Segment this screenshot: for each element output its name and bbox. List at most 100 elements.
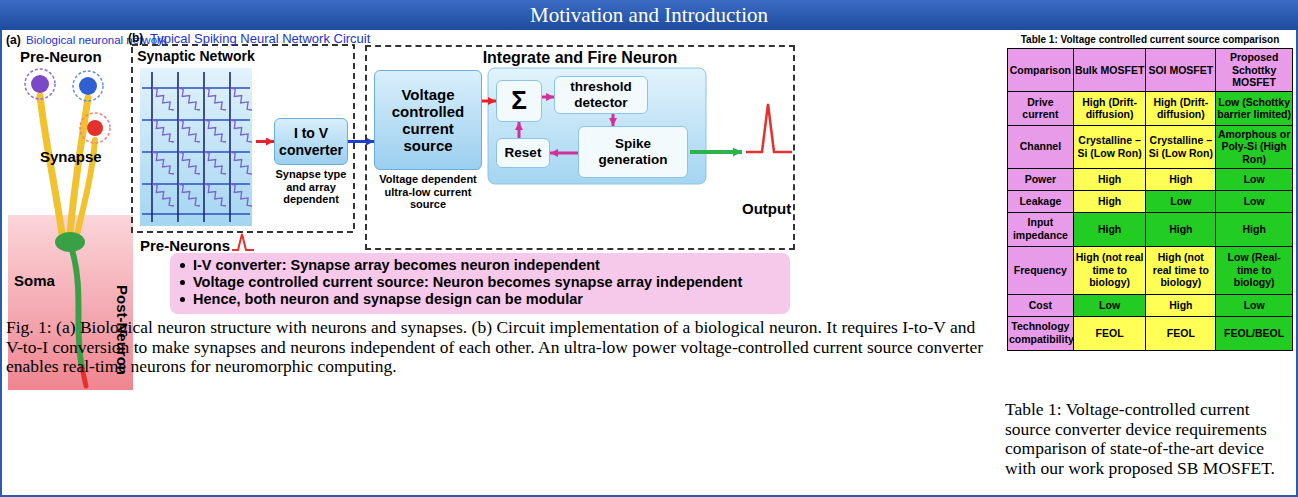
table-cell: Amorphous or Poly-Si (High Ron): [1216, 125, 1293, 168]
cell-text: High: [1169, 173, 1192, 185]
box-note: Voltage dependent ultra-low current sour…: [368, 173, 488, 211]
cell-text: FEOL: [1167, 327, 1195, 339]
box-outline: I to V converter: [274, 118, 348, 165]
cell-text: Leakage: [1019, 195, 1061, 207]
bullet-row: I-V converter: Synapse array becomes neu…: [180, 257, 780, 274]
cell-text: High: [1098, 173, 1121, 185]
cell-text: High: [1098, 195, 1121, 207]
signal-arrow: [612, 114, 615, 126]
box-label: threshold detector: [558, 79, 644, 110]
table-cell: Low: [1216, 190, 1293, 212]
cell-text: Cost: [1029, 299, 1052, 311]
bullet-dot: [180, 263, 185, 268]
crossbar: [142, 72, 252, 222]
cell-text: Crystalline – Si (Low Ron): [1078, 134, 1142, 159]
box-label: Spike generation: [582, 136, 684, 167]
box-label: Voltage controlled current source: [378, 86, 478, 155]
table-cell: High (not real time to biology): [1146, 246, 1216, 294]
table-row: FrequencyHigh (not real time to biology)…: [1008, 246, 1293, 294]
table-cell: Low: [1073, 294, 1146, 316]
crossbar-ground: [140, 68, 252, 226]
table-cell: Frequency: [1008, 246, 1074, 294]
drawing-line: [151, 72, 153, 222]
table-row: LeakageHighLowLow: [1008, 190, 1293, 212]
drawing-line: [177, 72, 179, 222]
cell-text: FEOL: [1096, 327, 1124, 339]
cell-text: High (not real time to biology): [1153, 251, 1209, 288]
drawing-path: [230, 88, 252, 110]
signal-name: Output: [742, 200, 791, 217]
signal-arrow: [542, 96, 554, 99]
signal-arrow: [256, 140, 274, 143]
cell-text: Low: [1244, 173, 1265, 185]
table-cell: Drive current: [1008, 91, 1074, 125]
output-arrow: [690, 150, 742, 154]
drawing-path: [204, 120, 226, 142]
current-source-box: Voltage controlled current sourceVoltage…: [374, 70, 482, 211]
table-title: Table 1: Voltage controlled current sour…: [1007, 34, 1293, 45]
bullet-text: Voltage controlled current source: Neuro…: [193, 274, 742, 291]
table-row: Power High High Low: [1008, 168, 1293, 190]
drawing-line: [203, 72, 205, 222]
synapse: [87, 120, 103, 136]
cell-text: Low (Schottky barrier limited): [1217, 96, 1291, 121]
box-outline: Spike generation: [578, 126, 688, 178]
table-cell: Low (Real-time to biology): [1216, 246, 1293, 294]
cell-text: High (not real time to biology): [1076, 251, 1144, 288]
drawing-path: [152, 120, 174, 142]
table-cell: Channel: [1008, 125, 1074, 168]
drawing-path: [178, 184, 200, 206]
neuron-group: Integrate and Fire NeuronVoltage control…: [365, 45, 795, 250]
table-cell: Low: [1216, 168, 1293, 190]
table-cell: High (not real time to biology): [1073, 246, 1146, 294]
note-box: I-V converter: Synapse array becomes neu…: [170, 253, 790, 314]
cell-text: High: [1098, 223, 1121, 235]
table-row: ChannelCrystalline – Si (Low Ron)Crystal…: [1008, 125, 1293, 168]
table-cell: Crystalline – Si (Low Ron): [1146, 125, 1216, 168]
table-cell: Comparison: [1008, 49, 1074, 92]
panel-title: Biological neuronal network: [26, 34, 167, 46]
box-outline: threshold detector: [554, 76, 648, 114]
pre-neuron-ring: [73, 71, 103, 101]
cell-text: High (Drift-diffusion): [1153, 96, 1208, 121]
table-cell: Bulk MOSFET: [1073, 49, 1146, 92]
table-row: Input impedanceHighHighHigh: [1008, 212, 1293, 246]
table-cell: FEOL: [1146, 316, 1216, 350]
table-cell: High: [1146, 168, 1216, 190]
bullet-dot: [180, 297, 185, 302]
table-cell: Cost: [1008, 294, 1074, 316]
signal-name: Pre-Neurons: [140, 237, 230, 254]
bullet-dot: [180, 280, 185, 285]
table-cell: High: [1216, 212, 1293, 246]
synapse-group: [132, 45, 354, 232]
table-cell: High (Drift-diffusion): [1146, 91, 1216, 125]
table-row: ComparisonBulk MOSFETSOI MOSFETProposed …: [1008, 49, 1293, 92]
section-title: Motivation and Introduction: [0, 0, 1298, 30]
drawing-path: [230, 152, 252, 174]
group-heading: Synaptic Network: [128, 48, 264, 64]
cell-text: Amorphous or Poly-Si (High Ron): [1218, 128, 1290, 165]
group-heading: Integrate and Fire Neuron: [367, 47, 793, 67]
drawing-line: [229, 72, 231, 222]
axon: [40, 96, 62, 234]
drawing-path: [204, 184, 226, 206]
synaptic-network: Synaptic Network: [136, 48, 256, 230]
cell-text: High (Drift-diffusion): [1082, 96, 1137, 121]
bullet-row: Voltage controlled current source: Neuro…: [180, 274, 780, 291]
converter-box: I to V converterSynapse type and array d…: [274, 118, 348, 206]
table-cell: High: [1073, 190, 1146, 212]
cell-text: Comparison: [1010, 64, 1071, 76]
drawing-path: [230, 184, 252, 206]
table-cell: High: [1146, 212, 1216, 246]
signal-arrow: [482, 100, 496, 103]
figure-caption: Fig. 1: (a) Biological neuron structure …: [6, 318, 996, 377]
table-cell: SOI MOSFET: [1146, 49, 1216, 92]
cell-text: Low (Real-time to biology): [1228, 251, 1281, 288]
synapse-ring: [80, 113, 110, 143]
box-outline: Reset: [496, 138, 550, 168]
threshold-box: threshold detector: [554, 76, 648, 114]
signal-arrow: [348, 140, 374, 143]
table-caption: Table 1: Voltage-controlled current sour…: [1005, 400, 1295, 478]
pre-neuron-ring: [25, 69, 55, 99]
cell-text: Power: [1025, 173, 1057, 185]
